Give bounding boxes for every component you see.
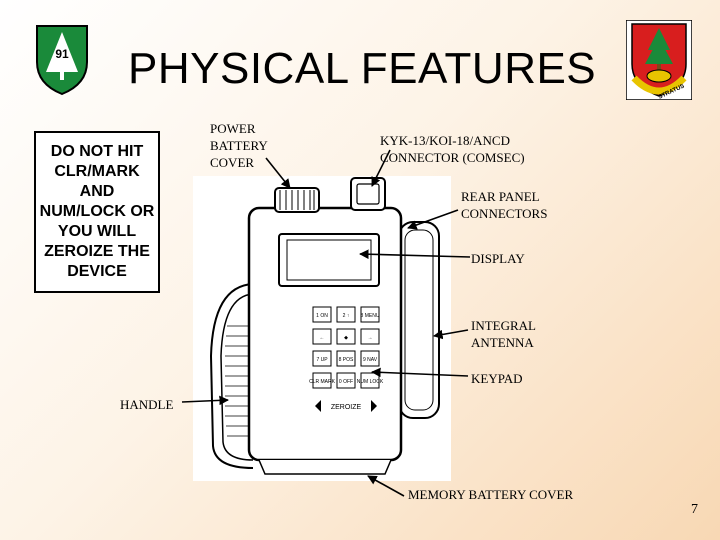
warning-text: DO NOT HIT CLR/MARK AND NUM/LOCK OR YOU … [39,143,155,280]
arrow-kyk-connector [371,149,391,187]
arrow-handle [181,395,229,406]
label-handle: HANDLE [120,397,174,412]
key-label: 9 NAV [363,357,378,363]
arrow-keypad [371,367,469,378]
label-memory-battery-cover: MEMORY BATTERY COVER [408,487,574,502]
key-label: 1 ON [316,313,328,319]
arrow-antenna [433,329,469,340]
key-label: 7 UP [316,357,328,363]
arrow-memory-battery [367,475,405,497]
arrow-display [359,249,471,260]
device-illustration: 1 ON 2 ↑ 3 MENU ← ◆ → 7 UP 8 POS 9 NAV C… [193,176,451,481]
crest-icon: STRATUS [626,20,692,100]
label-display: DISPLAY [471,251,525,266]
key-label: 8 POS [339,357,354,363]
tree-shield-icon: 91 [36,25,88,96]
key-label: ← [320,335,325,341]
label-power-battery-cover: POWER BATTERY COVER [210,121,268,170]
page-number: 7 [691,502,698,517]
page-title: PHYSICAL FEATURES [128,44,597,93]
zeroize-label: ZEROIZE [331,404,362,411]
arrow-power-battery [265,157,291,189]
key-label: NUM LOCK [357,379,384,385]
warning-box: DO NOT HIT CLR/MARK AND NUM/LOCK OR YOU … [34,131,160,293]
key-label: CLR MARK [309,379,336,385]
arrow-rear-panel [407,209,459,230]
label-kyk-connector: KYK-13/KOI-18/ANCD CONNECTOR (COMSEC) [380,133,525,165]
key-label: 2 ↑ [343,313,350,319]
label-rear-panel: REAR PANEL CONNECTORS [461,189,548,221]
key-label: → [368,335,373,341]
label-antenna: INTEGRAL ANTENNA [471,318,536,350]
label-keypad: KEYPAD [471,371,523,386]
key-label: 3 MENU [361,313,380,319]
logo-number: 91 [55,47,69,61]
key-label: ◆ [344,335,348,341]
key-label: 0 OFF [339,379,353,385]
